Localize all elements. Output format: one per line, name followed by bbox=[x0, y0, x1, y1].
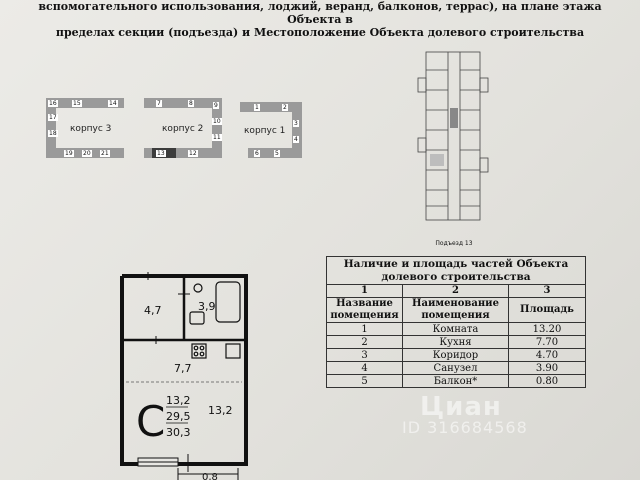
header-room-name: Наименование помещения bbox=[402, 297, 509, 323]
table-caption-line-1: Наличие и площадь частей Объекта bbox=[343, 257, 569, 270]
section-16: 16 bbox=[48, 100, 58, 107]
col-number-1: 1 bbox=[326, 284, 403, 298]
row-area: 0.80 bbox=[508, 374, 586, 388]
section-5: 5 bbox=[274, 150, 280, 157]
col-number-3: 3 bbox=[508, 284, 586, 298]
section-20: 20 bbox=[82, 150, 92, 157]
row-name: Коридор bbox=[402, 348, 509, 362]
section-8: 8 bbox=[188, 100, 194, 107]
section-1: 1 bbox=[254, 104, 260, 111]
balcony-area-label: 0,8 bbox=[202, 472, 218, 480]
site-plan: 16 15 14 17 18 19 20 21 корпус 3 7 8 9 1… bbox=[38, 92, 308, 164]
korpus2-right-wing bbox=[212, 98, 222, 156]
korpus1-label: корпус 1 bbox=[244, 126, 286, 136]
apartment-type-letter: C bbox=[136, 397, 165, 446]
section-3: 3 bbox=[293, 120, 299, 127]
table-col-numbers-row: 1 2 3 bbox=[326, 284, 586, 298]
table-header-row: Название помещения Наименование помещени… bbox=[326, 297, 586, 323]
apartment-living-area: 13,2 bbox=[166, 394, 191, 407]
row-name: Кухня bbox=[402, 335, 509, 349]
section-4: 4 bbox=[293, 136, 299, 143]
corridor-area-label: 4,7 bbox=[144, 304, 162, 317]
row-area: 4.70 bbox=[508, 348, 586, 362]
header-area: Площадь bbox=[508, 297, 586, 323]
row-area: 3.90 bbox=[508, 361, 586, 375]
section-13: 13 bbox=[156, 150, 166, 157]
highlighted-apartment bbox=[430, 154, 444, 166]
row-area: 13.20 bbox=[508, 322, 586, 336]
row-num: 2 bbox=[326, 335, 403, 349]
floor-plan-caption: Подъезд 13 bbox=[435, 240, 473, 247]
row-num: 5 bbox=[326, 374, 403, 388]
section-17: 17 bbox=[48, 114, 58, 121]
section-2: 2 bbox=[282, 104, 288, 111]
section-15: 15 bbox=[72, 100, 82, 107]
korpus2-label: корпус 2 bbox=[162, 124, 204, 134]
col-number-2: 2 bbox=[402, 284, 509, 298]
header-text: вспомогательного использования, лоджий, … bbox=[30, 0, 610, 39]
table-row: 3 Коридор 4.70 bbox=[326, 348, 586, 362]
korpus3-top-wing bbox=[46, 98, 124, 108]
watermark-brand: Циан bbox=[420, 392, 502, 422]
section-21: 21 bbox=[100, 150, 110, 157]
section-11: 11 bbox=[212, 134, 222, 141]
table-row: 4 Санузел 3.90 bbox=[326, 361, 586, 375]
table-caption-line-2: долевого строительства bbox=[381, 270, 531, 283]
watermark-id: ID 316684568 bbox=[402, 418, 528, 437]
row-num: 4 bbox=[326, 361, 403, 375]
section-19: 19 bbox=[64, 150, 74, 157]
row-num: 1 bbox=[326, 322, 403, 336]
table-row: 1 Комната 13.20 bbox=[326, 322, 586, 336]
header-line-1: вспомогательного использования, лоджий, … bbox=[38, 0, 602, 26]
table-row: 2 Кухня 7.70 bbox=[326, 335, 586, 349]
kitchen-area-label: 7,7 bbox=[174, 362, 192, 375]
korpus3-label: корпус 3 bbox=[70, 124, 112, 134]
korpus3-left-wing bbox=[46, 98, 56, 156]
row-name: Балкон* bbox=[402, 374, 509, 388]
header-room-number: Название помещения bbox=[326, 297, 403, 323]
row-name: Санузел bbox=[402, 361, 509, 375]
table-row: 5 Балкон* 0.80 bbox=[326, 374, 586, 388]
section-6: 6 bbox=[254, 150, 260, 157]
apartment-plan: C 13,2 29,5 30,3 4,7 3,9 7,7 13,2 0,8 bbox=[120, 272, 248, 480]
apartment-total-area: 29,5 bbox=[166, 410, 191, 423]
header-line-2: пределах секции (подъезда) и Местоположе… bbox=[55, 26, 585, 39]
korpus2-bottom-wing bbox=[144, 148, 222, 158]
section-10: 10 bbox=[212, 118, 222, 125]
areas-table: Наличие и площадь частей Объекта долевог… bbox=[326, 256, 586, 388]
row-area: 7.70 bbox=[508, 335, 586, 349]
korpus1-right-wing bbox=[292, 102, 302, 158]
section-12: 12 bbox=[188, 150, 198, 157]
section-9: 9 bbox=[213, 102, 219, 109]
floor-plan-drawing bbox=[417, 51, 489, 221]
table-caption: Наличие и площадь частей Объекта долевог… bbox=[326, 256, 586, 285]
korpus1-top-wing bbox=[240, 102, 302, 112]
section-14: 14 bbox=[108, 100, 118, 107]
korpus2-top-wing bbox=[144, 98, 222, 108]
row-name: Комната bbox=[402, 322, 509, 336]
row-num: 3 bbox=[326, 348, 403, 362]
table-caption-row: Наличие и площадь частей Объекта долевог… bbox=[326, 256, 586, 285]
section-18: 18 bbox=[48, 130, 58, 137]
room-area-label: 13,2 bbox=[208, 404, 233, 417]
bath-area-label: 3,9 bbox=[198, 300, 216, 313]
section-7: 7 bbox=[156, 100, 162, 107]
apartment-total-with-balcony: 30,3 bbox=[166, 426, 191, 439]
